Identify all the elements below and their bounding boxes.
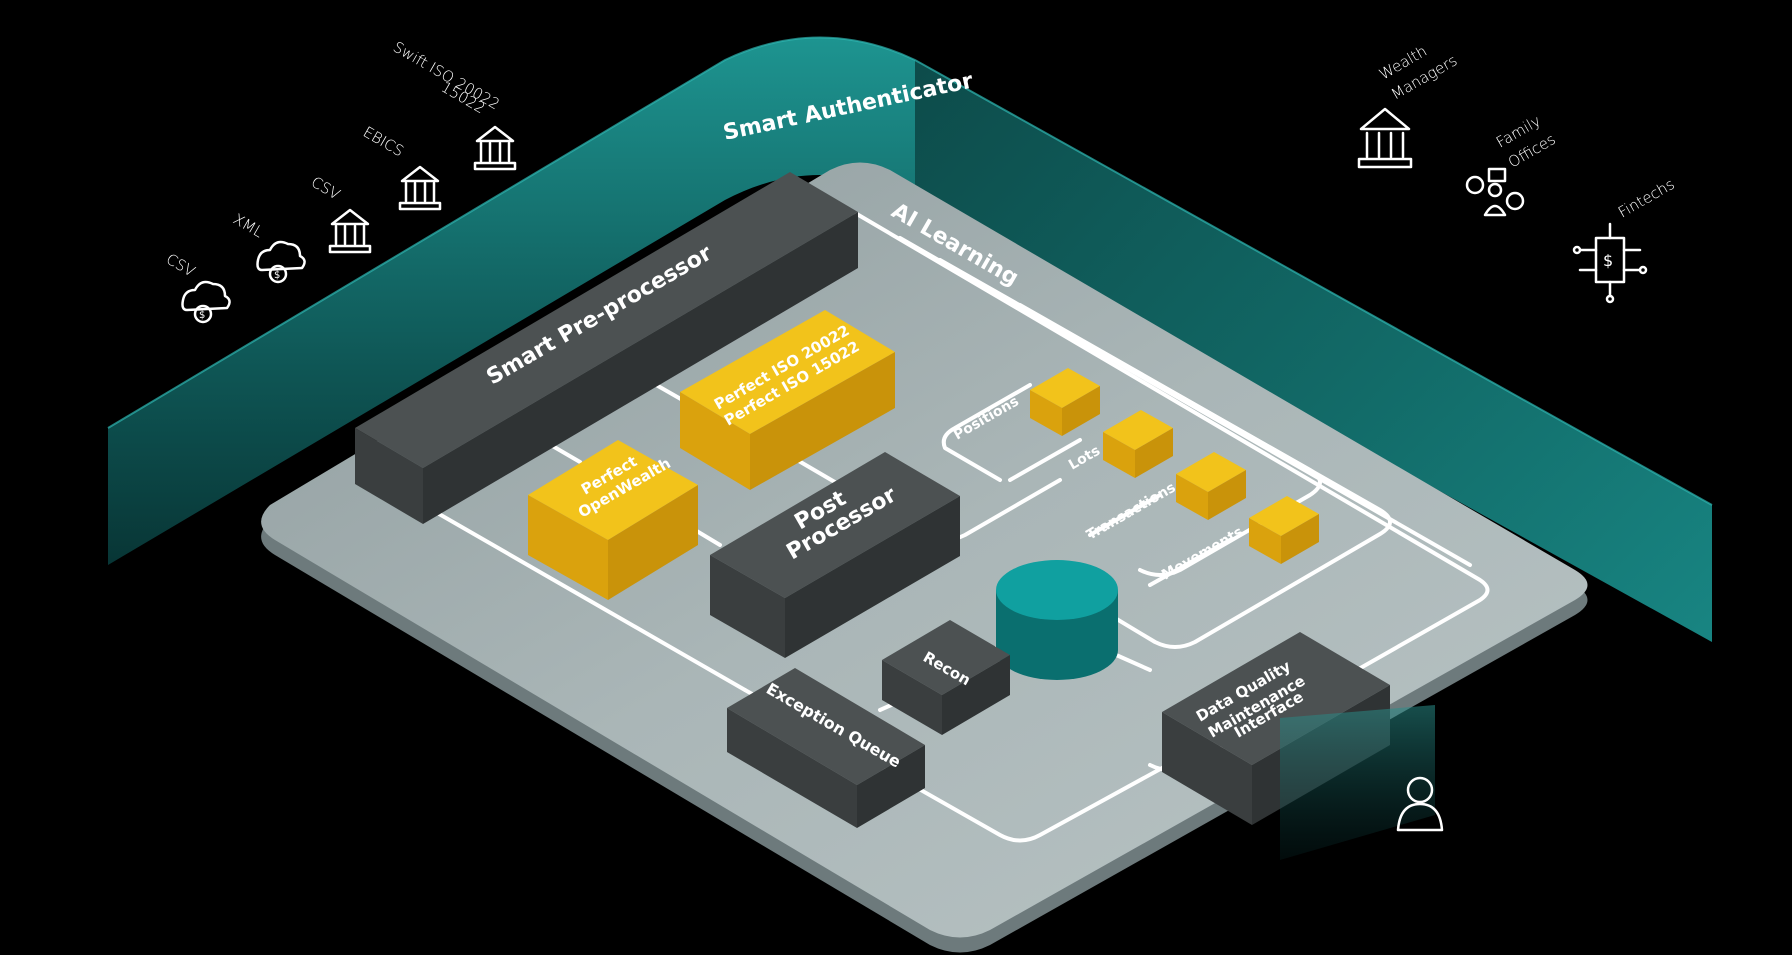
svg-text:$: $	[1603, 251, 1613, 270]
family-network-icon	[1465, 167, 1525, 217]
movements-cube	[1249, 496, 1319, 564]
svg-text:$: $	[274, 270, 280, 281]
source-swift	[473, 125, 517, 171]
bank-icon	[473, 125, 517, 171]
client-wealth-managers	[1357, 107, 1413, 169]
svg-text:$: $	[199, 310, 205, 321]
source-csv-1-label: CSV	[163, 250, 198, 281]
source-xml: $	[256, 240, 306, 284]
cloud-dollar-icon: $	[181, 280, 231, 324]
bank-icon	[398, 165, 442, 211]
exception-queue-box	[727, 668, 925, 828]
source-xml-label: XML	[230, 210, 266, 241]
perfect-iso-box	[680, 310, 895, 490]
client-family-offices	[1465, 167, 1525, 217]
recon-box	[882, 620, 1010, 735]
bank-icon	[1357, 107, 1413, 169]
source-ebics	[398, 165, 442, 211]
cloud-dollar-icon: $	[256, 240, 306, 284]
perfect-openwealth-box	[528, 440, 698, 600]
source-csv-2	[328, 208, 372, 254]
data-type-cubes	[1030, 368, 1319, 564]
post-processor-box	[710, 452, 960, 658]
bank-icon	[328, 208, 372, 254]
transactions-cube	[1176, 452, 1246, 520]
circuit-dollar-icon: $	[1572, 222, 1648, 304]
positions-cube	[1030, 368, 1100, 436]
smart-authenticator-wall	[107, 36, 1713, 642]
lots-cube	[1103, 410, 1173, 478]
source-csv-2-label: CSV	[308, 173, 343, 204]
user-icon	[1396, 776, 1444, 832]
dq-interface-box	[1162, 632, 1435, 860]
smart-pre-processor-box	[355, 172, 858, 524]
fintechs-label: Fintechs	[1615, 175, 1678, 222]
client-fintechs: $	[1572, 222, 1648, 304]
database-cylinder	[996, 560, 1118, 680]
source-csv-1: $	[181, 280, 231, 324]
source-ebics-label: EBICS	[360, 123, 407, 160]
